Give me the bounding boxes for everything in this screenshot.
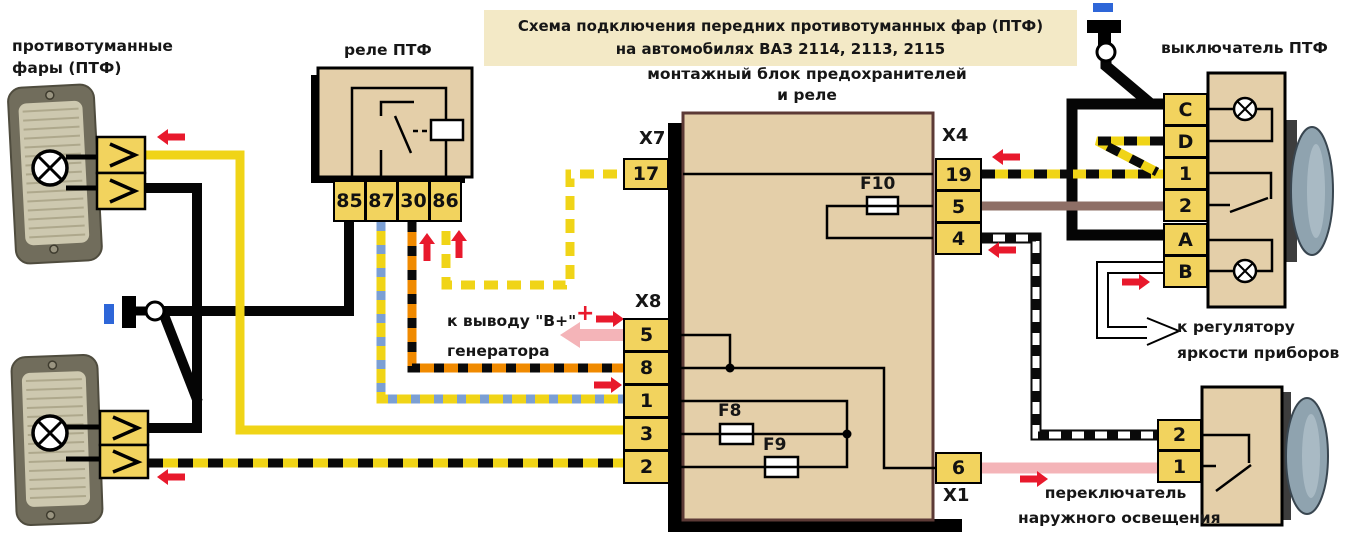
x8-pin-3: 3	[623, 417, 670, 451]
battery-mark-blue	[1093, 3, 1113, 12]
bulb-icon	[36, 154, 64, 182]
fog-lamps-label: противотуманные фары (ПТФ)	[12, 37, 173, 77]
regulator-label: к регулятору яркости приборов	[1177, 318, 1340, 362]
hollow-arrow-head-icon	[1146, 317, 1182, 346]
switch-pin-b: B	[1163, 255, 1208, 288]
red-arrow-right-icon	[1020, 471, 1048, 487]
ptf-switch-label: выключатель ПТФ	[1161, 39, 1328, 57]
plus-sign: +	[576, 301, 595, 326]
relay-pin-30: 30	[397, 180, 430, 222]
relay-label: реле ПТФ	[344, 41, 432, 59]
red-arrow-right-icon	[1122, 274, 1150, 290]
switch-contact-symbol	[1208, 171, 1273, 214]
x4-pin-5: 5	[935, 190, 982, 223]
light-switch-body	[1200, 385, 1329, 527]
x1-pin-6: 6	[935, 452, 982, 484]
chevron-icon	[109, 142, 140, 204]
connector-x7-label: X7	[639, 128, 666, 149]
relay-winding-box	[429, 118, 465, 142]
chevron-icon	[112, 415, 143, 474]
relay-pin-85: 85	[333, 180, 366, 222]
switch-contact-symbol	[1202, 433, 1252, 493]
x4-pin-4: 4	[935, 222, 982, 255]
wire-yellow-black-x4-19	[982, 136, 1163, 179]
red-arrow-up-icon	[451, 230, 467, 258]
switch-pin-c: C	[1163, 93, 1208, 126]
generator-pink-arrow-icon	[560, 322, 623, 348]
relay-pin-86: 86	[429, 180, 462, 222]
switch-pin-1: 1	[1163, 157, 1208, 190]
power-connection-point	[1095, 41, 1117, 63]
fuse-f9-label: F9	[763, 435, 787, 455]
fog-lower-connector	[98, 409, 150, 480]
regulator-arrow	[1096, 261, 1182, 346]
x8-pin-2: 2	[623, 450, 670, 484]
fog-lamp-upper-symbol	[31, 149, 97, 191]
wire-yellow-blue-relay87	[376, 222, 623, 404]
red-arrow-left-icon	[992, 149, 1020, 165]
relay-pin-87: 87	[365, 180, 398, 222]
generator-label: к выводу "В+" генератора	[447, 312, 577, 360]
red-arrow-left-icon	[157, 129, 185, 145]
red-arrow-left-icon	[157, 469, 185, 485]
junction-dot	[842, 429, 852, 439]
ground-wire	[145, 183, 354, 433]
fuse-f8-label: F8	[718, 401, 742, 421]
ptf-switch-internal-circuit	[1208, 96, 1274, 284]
red-arrow-left-icon	[988, 242, 1016, 258]
body-ground-terminal	[104, 296, 166, 328]
relay-coil-symbol	[350, 86, 448, 178]
wire-yellow-white-relay86	[441, 169, 623, 290]
relay-body	[311, 66, 474, 183]
fog-lamp-lower-symbol	[31, 414, 100, 462]
x8-pin-8: 8	[623, 351, 670, 385]
wire-white-black-x4-4	[982, 232, 1157, 441]
title-line1: Схема подключения передних противотуманн…	[517, 16, 1044, 35]
red-arrow-right-icon	[596, 311, 624, 327]
red-direction-arrows	[157, 129, 1150, 487]
indicator-bulb-icon	[1236, 100, 1254, 118]
junction-dot	[725, 363, 735, 373]
wire-yellow-upper-fog	[145, 150, 623, 435]
switch-pin-a: A	[1163, 223, 1208, 256]
x7-pin-17: 17	[623, 158, 669, 190]
connector-x1-label: X1	[943, 485, 970, 506]
title-line2: на автомобилях ВАЗ 2114, 2113, 2115	[615, 40, 946, 58]
bulb-icon	[36, 419, 64, 447]
x8-pin-1: 1	[623, 384, 670, 418]
indicator-bulb-icon	[1236, 262, 1254, 280]
red-arrow-up-icon	[419, 233, 435, 261]
switch-pin-2: 2	[1163, 189, 1208, 222]
x4-pin-19: 19	[935, 158, 982, 191]
red-arrow-right-icon	[594, 377, 622, 393]
block-title: монтажный блок предохранителей и реле	[647, 65, 967, 104]
fuse-f10-label: F10	[860, 174, 896, 194]
title-box: Схема подключения передних противотуманн…	[484, 10, 1077, 66]
connector-x4-label: X4	[942, 125, 969, 146]
light-switch-internal-circuit	[1202, 433, 1252, 493]
fog-upper-connector	[95, 135, 147, 211]
switch-pin-d: D	[1163, 125, 1208, 158]
wire-orange-black-relay30	[407, 222, 623, 373]
ground-connection-point	[144, 300, 166, 322]
light-switch-pin-2: 2	[1157, 419, 1202, 451]
battery-mark-blue	[104, 304, 114, 324]
light-switch-pin-1: 1	[1157, 450, 1202, 483]
light-switch-label: переключатель наружного освещения	[1018, 484, 1221, 527]
fuse-relay-block	[668, 111, 962, 532]
connector-x8-label: X8	[635, 291, 662, 312]
battery-plus-terminal	[1087, 3, 1121, 63]
x8-pin-5: 5	[623, 318, 670, 352]
